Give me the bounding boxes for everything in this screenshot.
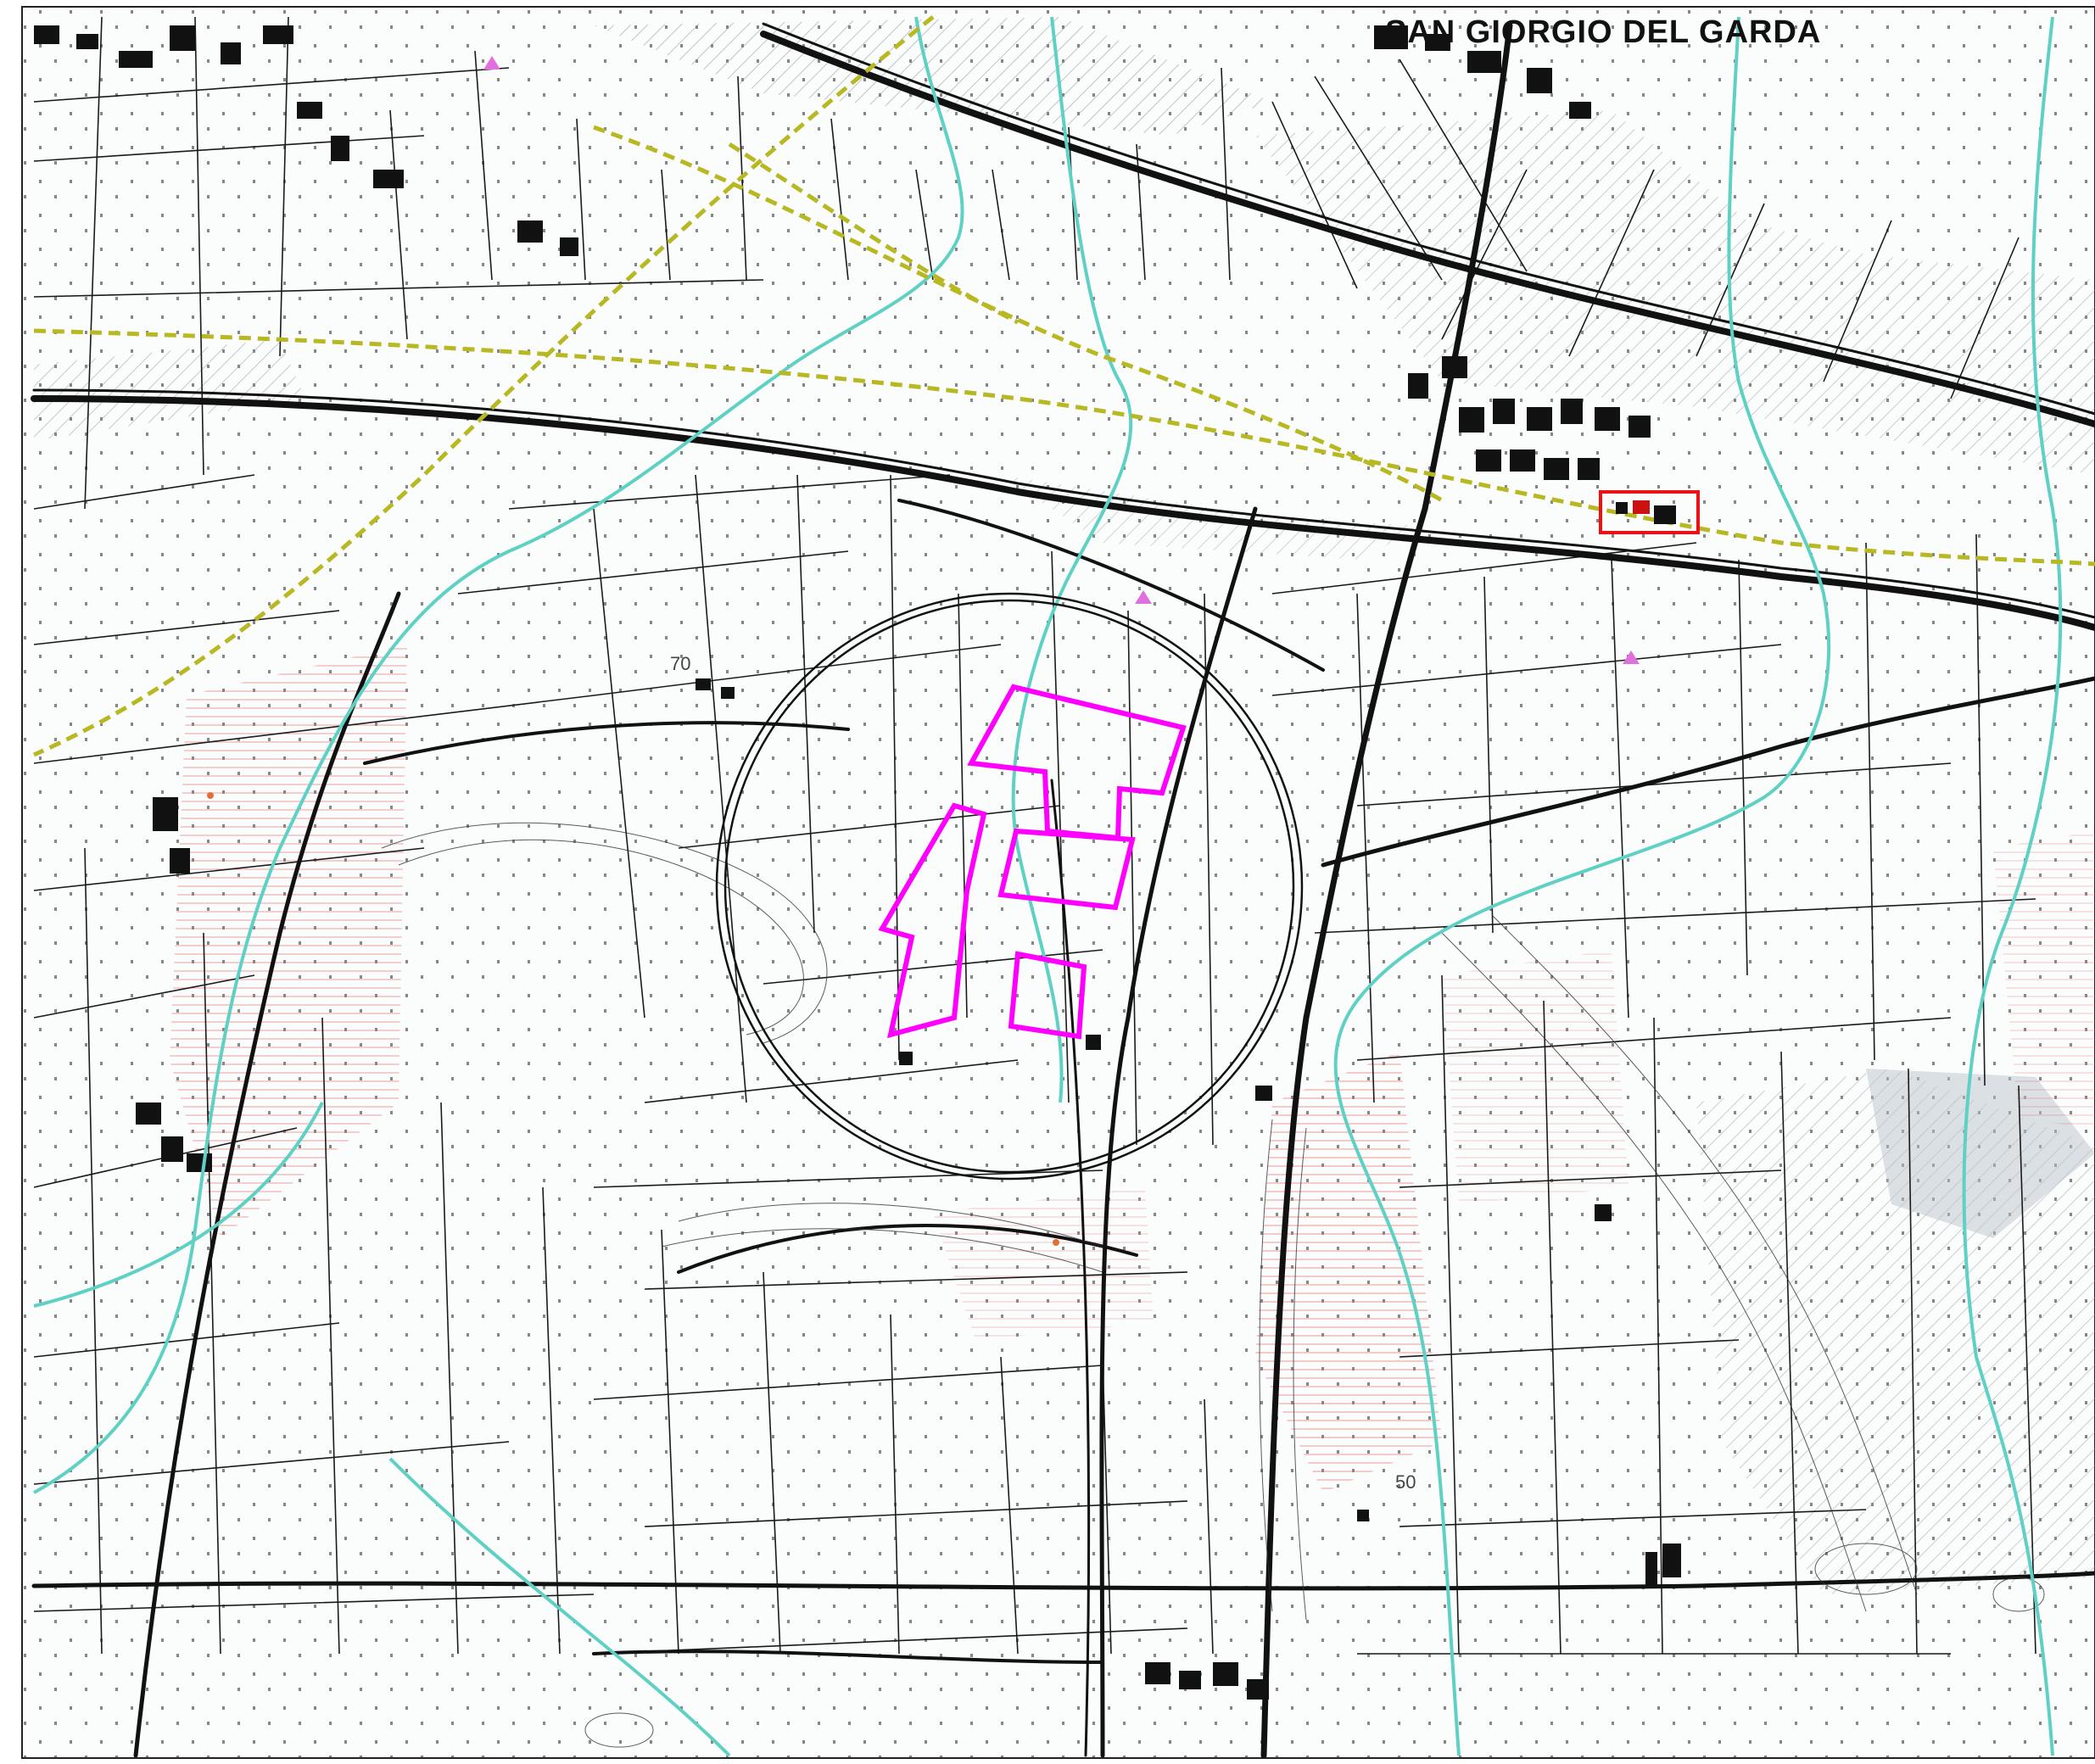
poi-triangle-icon: [1135, 590, 1152, 604]
built-areas: [34, 25, 1681, 1700]
parcel-south: [1008, 951, 1087, 1040]
rivers: [33, 16, 2063, 1757]
highlighted-facility[interactable]: [1599, 490, 1700, 534]
contour-lines: [381, 822, 2045, 1748]
boundary-dashed: [32, 15, 2095, 757]
poi-triangle-icon: [483, 56, 500, 70]
parcel-west: [878, 802, 987, 1039]
hatched-zones: [34, 17, 2095, 1594]
poi-triangle-icon: [1623, 650, 1640, 664]
place-label: SAN GIORGIO DEL GARDA: [1385, 14, 1821, 50]
site-dots: [207, 792, 1059, 1246]
contour-label-70: 70: [670, 653, 690, 674]
parcel-center: [997, 828, 1136, 911]
buffer-ring: [715, 592, 1304, 1181]
contour-label-50: 50: [1395, 1471, 1416, 1493]
project-parcels[interactable]: [878, 684, 1187, 1040]
poi-markers[interactable]: [483, 56, 1640, 664]
